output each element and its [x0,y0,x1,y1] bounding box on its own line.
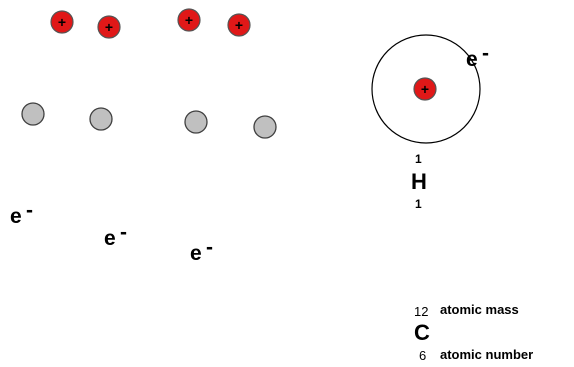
carbon-symbol: C [414,320,430,345]
proton: + [177,8,201,32]
hydrogen-atomic-number: 1 [415,197,422,211]
svg-text:+: + [105,19,113,35]
electron: e- [104,221,127,250]
svg-text:+: + [235,17,243,33]
hydrogen-mass-number: 1 [415,152,422,166]
neutron [89,107,113,131]
electron: e- [10,199,33,228]
proton: + [227,13,251,37]
neutron [21,102,45,126]
atomic-mass-label: atomic mass [440,302,519,317]
hydrogen-symbol: H [411,169,427,194]
electron: e- [190,236,213,265]
neutron [253,115,277,139]
svg-text:+: + [58,14,66,30]
proton: + [97,15,121,39]
svg-text:+: + [421,81,429,97]
carbon-atomic-number: 6 [419,348,427,363]
carbon-mass-number: 12 [414,304,429,319]
atomic-number-label: atomic number [440,347,534,362]
hydrogen-nucleus: + [413,77,437,101]
electron-orbit [371,34,481,144]
neutron [184,110,208,134]
orbiting-electron: e- [466,42,489,71]
svg-text:+: + [185,12,193,28]
proton: + [50,10,74,34]
